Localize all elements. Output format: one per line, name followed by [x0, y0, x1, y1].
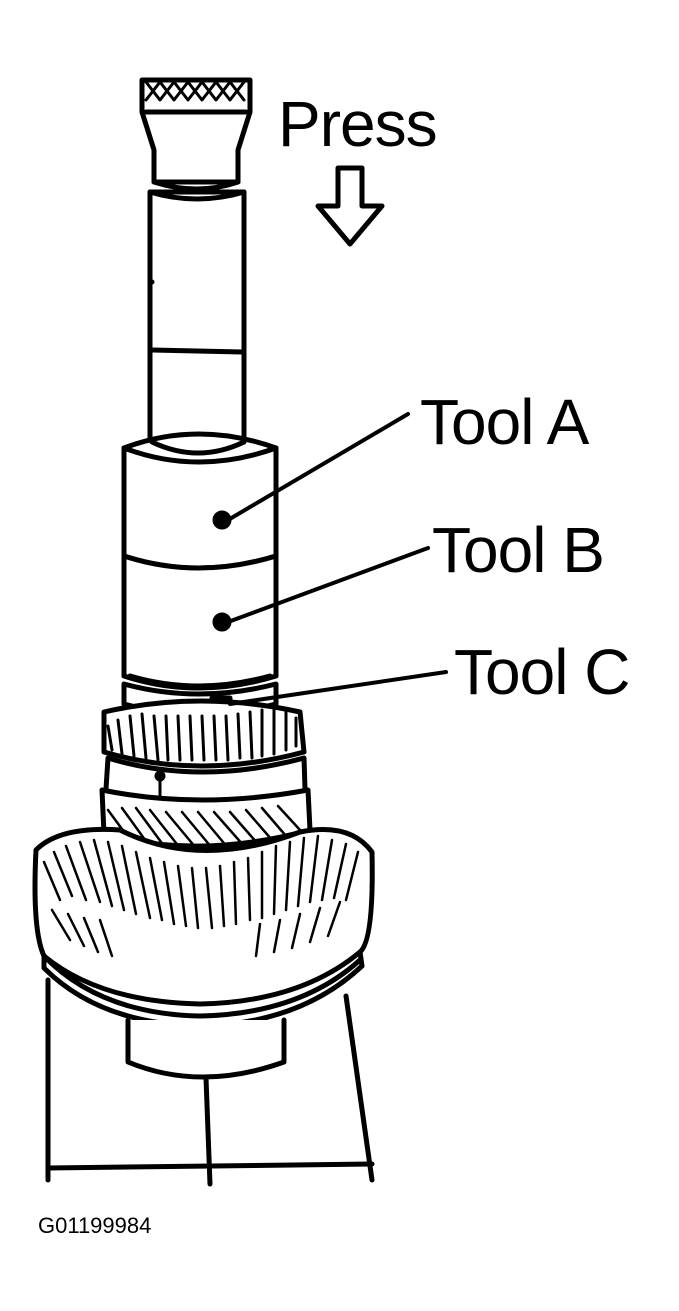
ring-gear — [32, 826, 375, 1029]
tool-a-label: Tool A — [420, 386, 589, 458]
tool-c-label: Tool C — [454, 636, 630, 708]
leader-lines — [226, 412, 448, 706]
tool-b-label: Tool B — [432, 514, 605, 586]
figure-id: G01199984 — [38, 1213, 152, 1238]
shaft-base — [45, 977, 375, 1187]
press-label: Press — [278, 88, 438, 160]
tool-b — [121, 553, 279, 691]
tool-a — [121, 431, 279, 571]
press-arrow-icon — [315, 165, 385, 247]
press-ram — [139, 77, 253, 443]
